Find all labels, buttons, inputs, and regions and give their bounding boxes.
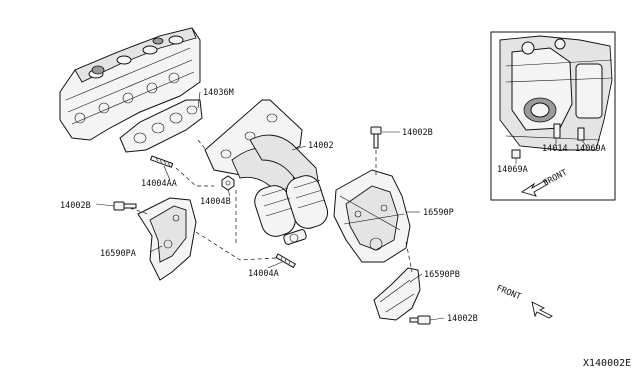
label-14004a: 14004A: [248, 269, 279, 279]
label-16590pa: 16590PA: [100, 249, 136, 259]
assembly-lines: [129, 139, 413, 273]
inset-panel: [490, 31, 616, 201]
heat-shield-16590p: [333, 169, 411, 263]
main-front-arrow: [531, 301, 553, 319]
heat-shield-16590pb: [373, 267, 421, 321]
label-14002b-bottom: 14002B: [447, 314, 478, 324]
label-14002b-top: 14002B: [402, 128, 433, 138]
label-14004aa: 14004AA: [141, 179, 177, 189]
cylinder-head: [59, 27, 201, 141]
label-14002: 14002: [308, 141, 334, 151]
main-front-text: FRONT: [495, 284, 522, 303]
exhaust-gasket-14036m: [119, 99, 203, 153]
label-14004b: 14004B: [200, 197, 231, 207]
bolt-14002b-bottom: [409, 315, 431, 325]
stud-14004aa: [149, 155, 174, 168]
label-14069a-right: 14069A: [575, 144, 606, 154]
nut-14004b: [221, 175, 235, 191]
label-14002b-left: 14002B: [60, 201, 91, 211]
stud-14004a: [275, 253, 297, 269]
leader-lines: [95, 91, 445, 321]
diagram-code: X140002E: [583, 358, 631, 369]
exhaust-manifold-14002: [204, 99, 329, 245]
label-16590p: 16590P: [423, 208, 454, 218]
label-16590pb: 16590PB: [424, 270, 460, 280]
label-14036m: 14036M: [203, 88, 234, 98]
inset-front-arrow: [520, 179, 549, 197]
label-14069a-left: 14069A: [497, 165, 528, 175]
label-14014: 14014: [542, 144, 568, 154]
bolt-14002b-top: [370, 126, 382, 149]
heat-shield-16590pa: [137, 197, 197, 281]
